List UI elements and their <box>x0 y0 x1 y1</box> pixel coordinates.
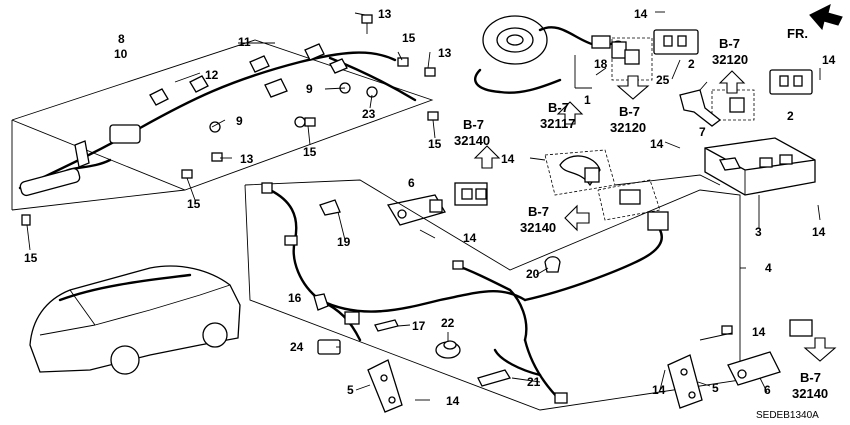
label-20: 20 <box>526 267 540 281</box>
label-10: 10 <box>114 47 128 61</box>
label-7: 7 <box>699 125 706 139</box>
label-15b: 15 <box>303 145 317 159</box>
label-1: 1 <box>584 93 591 107</box>
ref-group-2: B-7 <box>548 100 569 115</box>
label-25: 25 <box>656 73 670 87</box>
label-4: 4 <box>765 261 772 275</box>
label-24: 24 <box>290 340 304 354</box>
label-14c: 14 <box>650 137 664 151</box>
label-9b: 9 <box>236 114 243 128</box>
curtain-airbag-group <box>11 39 434 211</box>
diagram-code: SEDEB1340A <box>756 410 819 421</box>
ref-code-1: 32120 <box>712 52 748 67</box>
ref-code-5: 32140 <box>520 220 556 235</box>
reference-arrows <box>473 3 843 362</box>
ref-group-5: B-7 <box>528 204 549 219</box>
label-22: 22 <box>441 316 455 330</box>
label-15c: 15 <box>428 137 442 151</box>
label-5b: 5 <box>712 381 719 395</box>
label-13c: 13 <box>240 152 254 166</box>
label-17: 17 <box>412 319 426 333</box>
leader-lines <box>26 11 821 401</box>
label-13b: 13 <box>438 46 452 60</box>
bracket-7 <box>679 89 722 127</box>
sensor-5-6-right <box>667 319 813 409</box>
label-13a: 13 <box>378 7 392 21</box>
label-14d: 14 <box>501 152 515 166</box>
label-14f: 14 <box>463 231 477 245</box>
label-14a: 14 <box>634 7 648 21</box>
label-14i: 14 <box>652 383 666 397</box>
label-18: 18 <box>594 57 608 71</box>
label-12: 12 <box>205 68 219 82</box>
label-3: 3 <box>755 225 762 239</box>
ref-code-2: 32117 <box>540 116 575 131</box>
bolt-markers <box>21 14 439 226</box>
label-15e: 15 <box>24 251 38 265</box>
label-15a: 15 <box>402 31 416 45</box>
ref-group-4: B-7 <box>463 117 484 132</box>
label-5a: 5 <box>347 383 354 397</box>
srs-unit <box>704 137 816 228</box>
label-2b: 2 <box>787 109 794 123</box>
ref-code-6: 32140 <box>792 386 828 401</box>
label-23: 23 <box>362 107 376 121</box>
ref-code-3: 32120 <box>610 120 646 135</box>
connector-group-2 <box>611 29 813 121</box>
label-16: 16 <box>288 291 302 305</box>
label-11: 11 <box>238 35 251 49</box>
small-parts <box>313 199 561 387</box>
direction-label: FR. <box>787 26 808 41</box>
sensor-5-left <box>367 359 403 413</box>
label-14g: 14 <box>446 394 460 408</box>
label-8: 8 <box>118 32 125 46</box>
ref-group-3: B-7 <box>619 104 640 119</box>
ref-group-6: B-7 <box>800 370 821 385</box>
label-15d: 15 <box>187 197 201 211</box>
label-9a: 9 <box>306 82 313 96</box>
label-6b: 6 <box>764 383 771 397</box>
label-14h: 14 <box>752 325 766 339</box>
label-19: 19 <box>337 235 351 249</box>
ref-code-4: 32140 <box>454 133 490 148</box>
cable-reel-assembly <box>474 15 627 94</box>
connector-group-mid <box>454 149 721 221</box>
label-14e: 14 <box>812 225 826 239</box>
label-2a: 2 <box>688 57 695 71</box>
label-6a: 6 <box>408 176 415 190</box>
label-21: 21 <box>527 375 541 389</box>
car-illustration <box>29 265 241 375</box>
side-sensor-6-upper <box>386 194 446 226</box>
label-14b: 14 <box>822 53 836 67</box>
ref-group-1: B-7 <box>719 36 740 51</box>
